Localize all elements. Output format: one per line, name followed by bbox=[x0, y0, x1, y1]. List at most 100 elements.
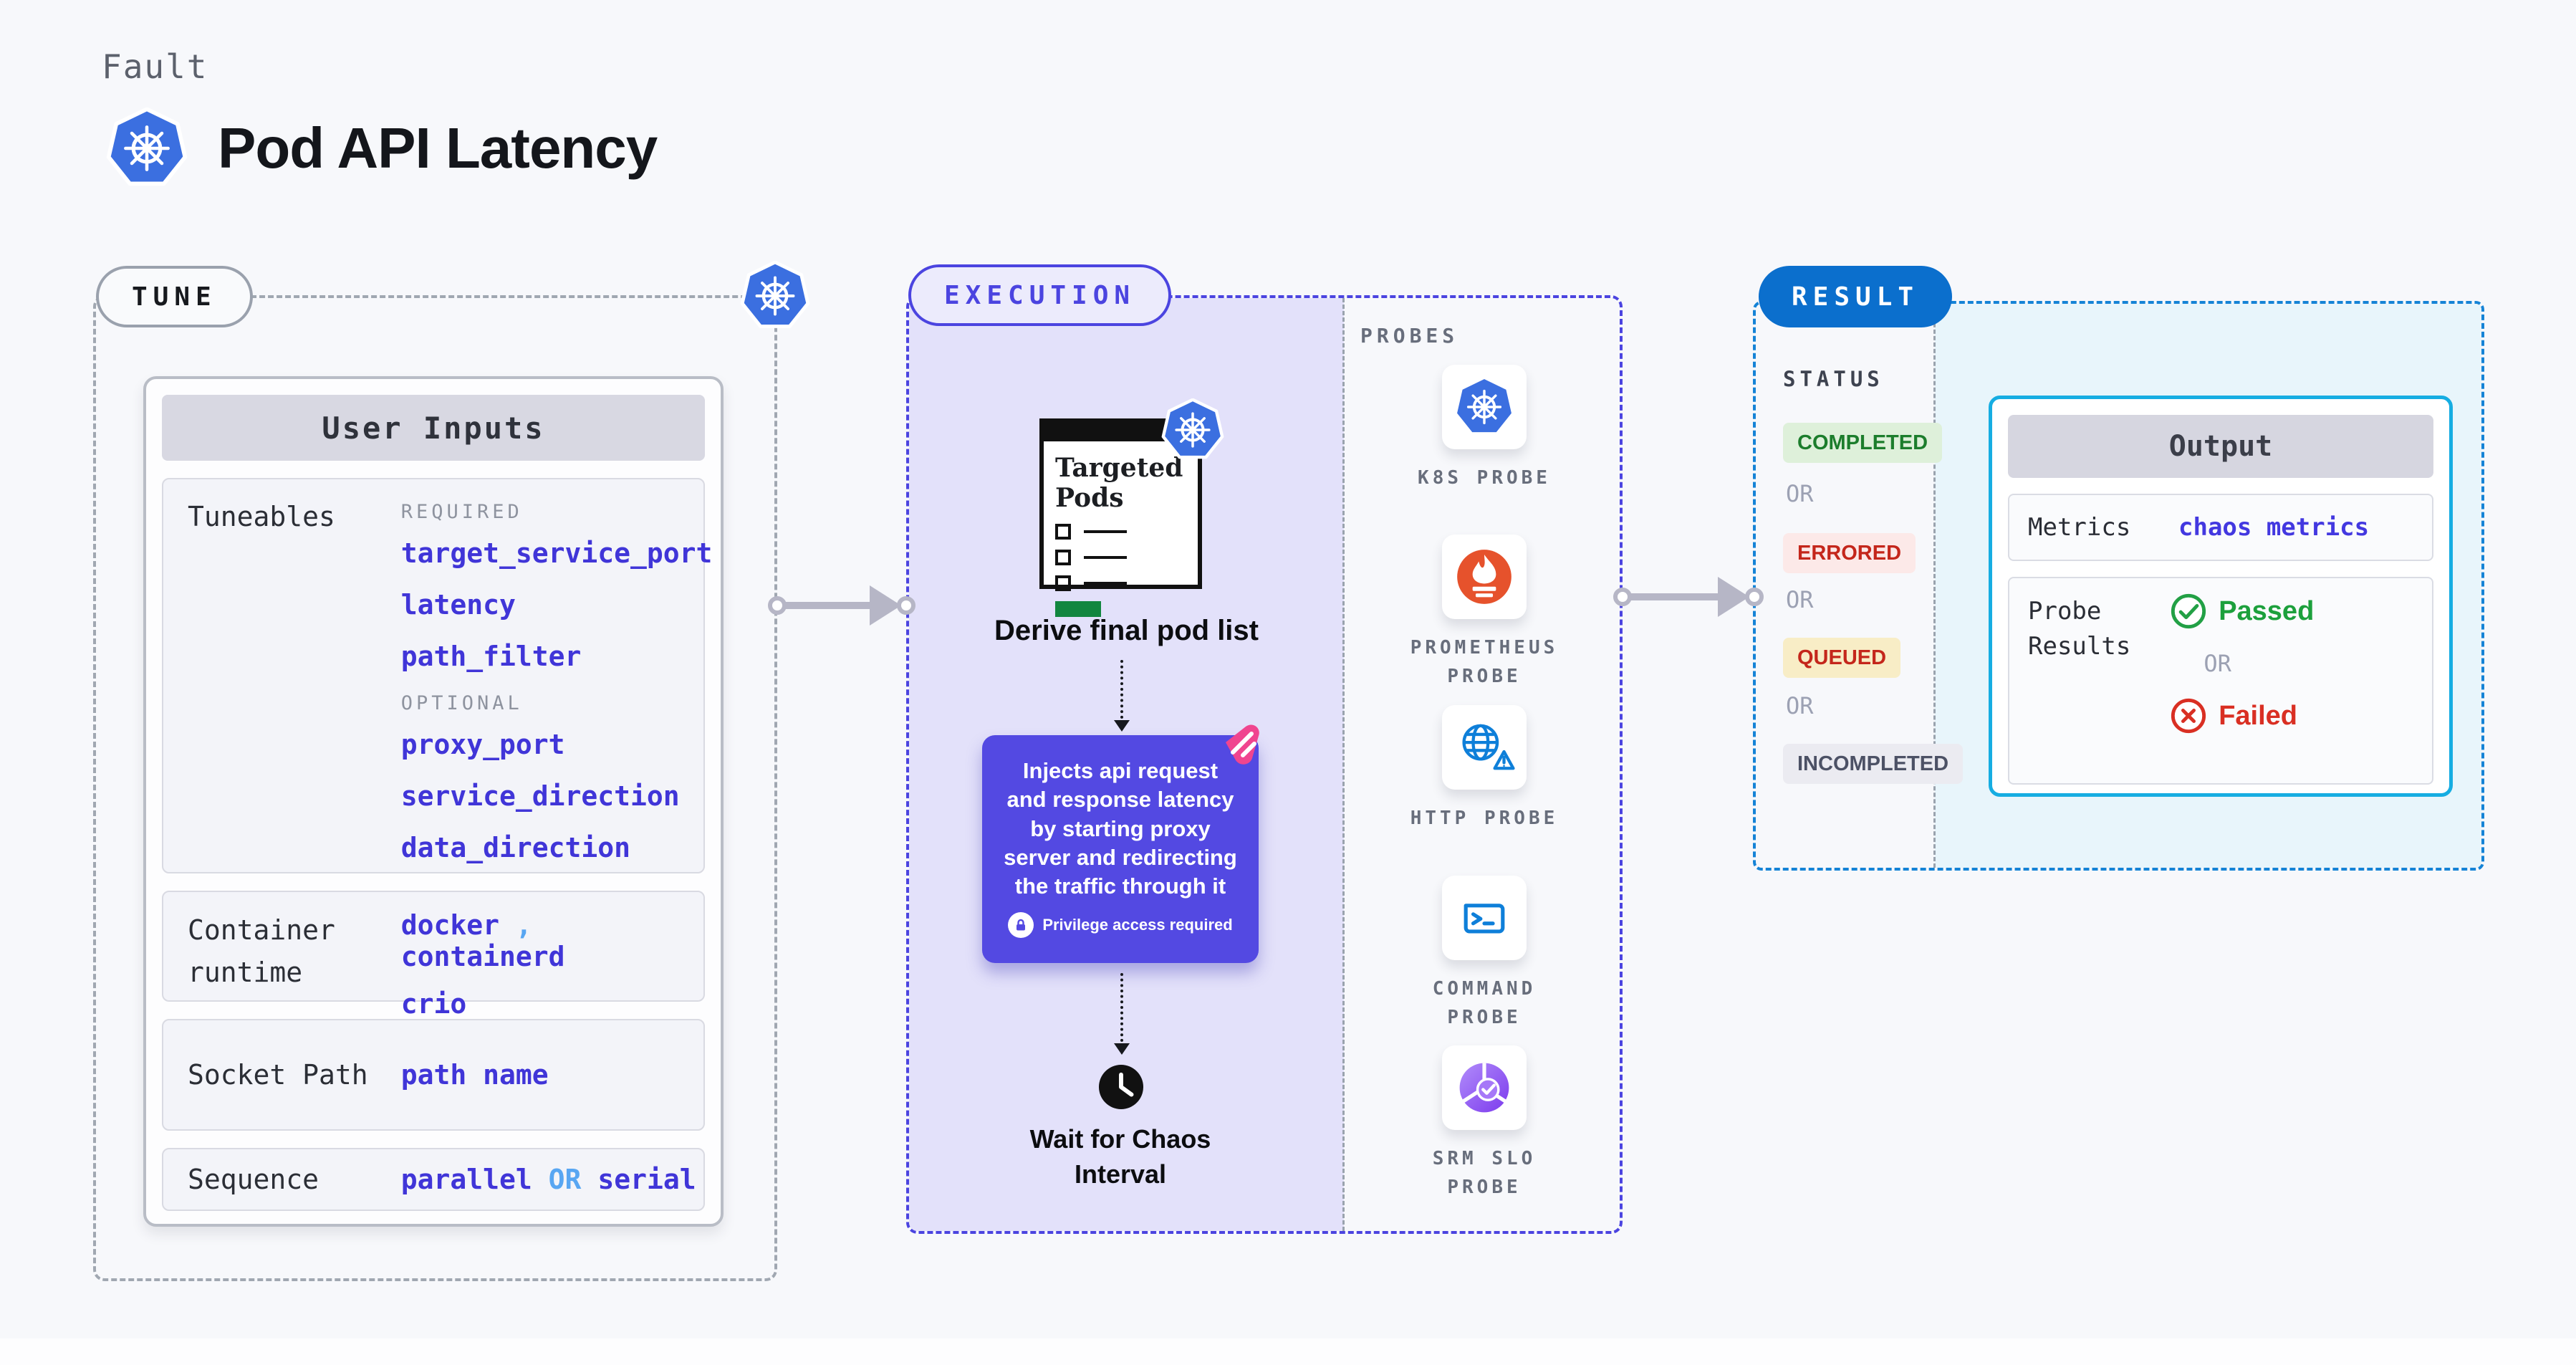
wait-chaos-interval-label: Wait for Chaos Interval bbox=[1029, 1124, 1211, 1189]
passed-label: Passed bbox=[2219, 595, 2315, 626]
or-label: OR bbox=[1786, 586, 1814, 613]
checkbox-icon bbox=[1055, 549, 1071, 565]
pod-list-item bbox=[1055, 549, 1198, 565]
kubernetes-icon bbox=[1161, 398, 1224, 461]
probe-label: SRM SLO PROBE bbox=[1432, 1148, 1537, 1199]
inject-latency-box: Injects api request and response latency… bbox=[982, 724, 1259, 963]
status-badge-queued: QUEUED bbox=[1783, 638, 1901, 678]
sequence-value: serial bbox=[597, 1164, 696, 1195]
page-header: Pod API Latency bbox=[106, 106, 658, 191]
socket-path-row: Socket Path path name bbox=[162, 1019, 705, 1131]
result-section: STATUS COMPLETED OR ERRORED OR QUEUED OR… bbox=[1753, 301, 2484, 871]
or-label: OR bbox=[1786, 692, 1814, 719]
pod-list-item bbox=[1055, 575, 1198, 591]
execution-badge: EXECUTION bbox=[908, 264, 1172, 326]
metrics-row: Metrics chaos metrics bbox=[2008, 494, 2433, 561]
arrow-head-icon bbox=[1114, 720, 1130, 732]
probes-title: PROBES bbox=[1360, 324, 1459, 348]
sequence-or: OR bbox=[548, 1164, 582, 1195]
privilege-note-text: Privilege access required bbox=[1042, 916, 1233, 934]
tuneables-row: Tuneables REQUIRED target_service_port l… bbox=[162, 478, 712, 873]
flow-dotted-arrow bbox=[1120, 660, 1123, 719]
metrics-value: chaos metrics bbox=[2178, 513, 2370, 542]
tuneable-value: data_direction bbox=[400, 832, 631, 863]
flow-arrow bbox=[768, 583, 915, 628]
kubernetes-icon bbox=[1442, 365, 1527, 449]
fault-eyebrow: Fault bbox=[102, 47, 208, 86]
tune-badge: TUNE bbox=[96, 266, 253, 327]
probe-item: PROMETHEUS PROBE bbox=[1391, 535, 1577, 691]
status-title: STATUS bbox=[1783, 367, 1884, 391]
runtime-value: docker bbox=[400, 909, 500, 941]
runtime-value: crio bbox=[400, 988, 467, 1020]
progress-bar bbox=[1055, 600, 1101, 617]
probe-item: SRM SLO PROBE bbox=[1391, 1045, 1577, 1202]
or-label: OR bbox=[2203, 650, 2231, 677]
probe-label: HTTP PROBE bbox=[1410, 808, 1559, 829]
optional-group-label: OPTIONAL bbox=[400, 692, 523, 714]
status-badge-errored: ERRORED bbox=[1783, 533, 1916, 573]
litmus-chaos-icon bbox=[1226, 724, 1259, 765]
lock-icon bbox=[1008, 912, 1034, 939]
arrow-head-icon bbox=[1114, 1043, 1130, 1055]
tuneable-value: proxy_port bbox=[400, 729, 565, 760]
failed-label: Failed bbox=[2219, 700, 2297, 731]
tuneable-value: path_filter bbox=[400, 641, 582, 672]
prometheus-icon bbox=[1442, 535, 1527, 619]
failed-result: Failed bbox=[2170, 697, 2297, 734]
socket-path-value: path name bbox=[400, 1059, 549, 1091]
probe-results-row: Probe Results Passed OR Failed bbox=[2008, 577, 2433, 785]
tuneable-value: service_direction bbox=[400, 780, 680, 812]
terminal-icon bbox=[1442, 876, 1527, 960]
clock-icon bbox=[1098, 1064, 1144, 1110]
targeted-pods-title: Targeted Pods bbox=[1055, 453, 1183, 514]
probe-results-label: Probe Results bbox=[2028, 597, 2131, 661]
checkbox-icon bbox=[1055, 575, 1071, 591]
inject-description: Injects api request and response latency… bbox=[1004, 758, 1237, 899]
tuneable-value: target_service_port bbox=[400, 537, 713, 569]
result-divider bbox=[1933, 304, 1936, 868]
bottom-margin bbox=[0, 1338, 2576, 1365]
result-badge: RESULT bbox=[1759, 266, 1953, 327]
socket-path-label: Socket Path bbox=[188, 1059, 368, 1091]
tuneables-label: Tuneables bbox=[188, 501, 335, 532]
tuneable-value: latency bbox=[400, 589, 516, 621]
sequence-value: parallel bbox=[400, 1164, 532, 1195]
container-runtime-row: Container runtime docker , containerd cr… bbox=[162, 891, 705, 1020]
slo-pie-icon bbox=[1442, 1045, 1527, 1130]
status-badge-incompleted: INCOMPLETED bbox=[1783, 744, 1964, 784]
sequence-row: Sequence parallel OR serial bbox=[162, 1148, 705, 1211]
probes-divider bbox=[1342, 298, 1345, 1231]
derive-pod-list-label: Derive final pod list bbox=[994, 615, 1259, 646]
output-title: Output bbox=[2008, 415, 2433, 478]
runtime-value: containerd bbox=[400, 941, 565, 972]
x-circle-icon bbox=[2171, 698, 2206, 734]
privilege-note: Privilege access required bbox=[1001, 912, 1240, 939]
container-runtime-label: Container runtime bbox=[188, 914, 335, 988]
runtime-separator: , bbox=[515, 909, 532, 941]
kubernetes-icon bbox=[740, 261, 810, 331]
probe-label: COMMAND PROBE bbox=[1432, 978, 1537, 1029]
status-badge-completed: COMPLETED bbox=[1783, 423, 1943, 463]
check-circle-icon bbox=[2171, 593, 2206, 629]
sequence-label: Sequence bbox=[188, 1164, 319, 1195]
list-line bbox=[1084, 530, 1127, 533]
list-line bbox=[1084, 581, 1127, 585]
metrics-label: Metrics bbox=[2028, 513, 2131, 542]
probe-item: K8S PROBE bbox=[1391, 365, 1577, 492]
probe-label: PROMETHEUS PROBE bbox=[1410, 637, 1559, 688]
probe-label: K8S PROBE bbox=[1418, 467, 1551, 489]
flow-dotted-arrow bbox=[1120, 973, 1123, 1042]
probe-item: HTTP PROBE bbox=[1391, 705, 1577, 833]
required-group-label: REQUIRED bbox=[400, 501, 523, 523]
user-inputs-title: User Inputs bbox=[162, 395, 705, 461]
or-label: OR bbox=[1786, 480, 1814, 507]
passed-result: Passed bbox=[2170, 593, 2314, 630]
list-line bbox=[1084, 555, 1127, 559]
page-title: Pod API Latency bbox=[218, 116, 658, 180]
output-panel: Output Metrics chaos metrics Probe Resul… bbox=[1989, 396, 2453, 797]
flow-arrow bbox=[1613, 574, 1764, 620]
checkbox-icon bbox=[1055, 523, 1071, 540]
tune-section bbox=[93, 295, 777, 1281]
execution-section: Targeted Pods Derive final pod list Inje… bbox=[906, 295, 1623, 1234]
